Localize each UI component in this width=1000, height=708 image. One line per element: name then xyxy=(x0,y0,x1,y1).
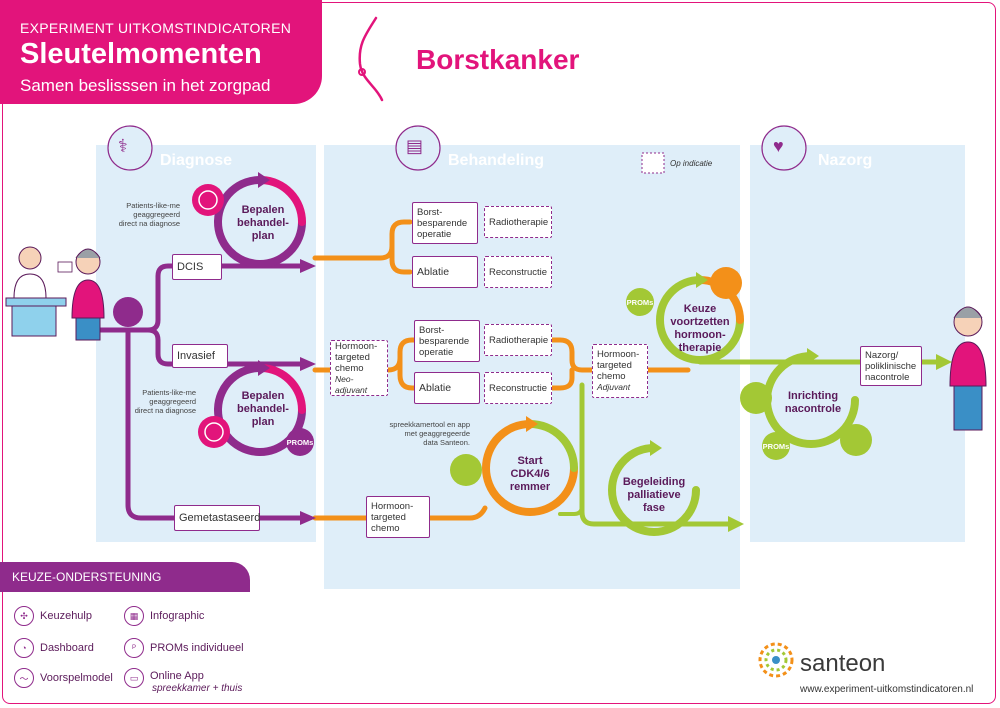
voorspelmodel-icon: 〜 xyxy=(14,668,34,688)
panel-nazorg xyxy=(750,145,965,542)
box-ablatie2: Ablatie xyxy=(414,372,480,404)
node-keuze-hormoon[interactable]: Keuze voortzetten hormoon- therapie xyxy=(670,303,730,354)
dashboard-gauge-icon: ◔ xyxy=(14,638,34,658)
legend-infographic: Infographic xyxy=(150,610,205,622)
phase-diagnose: Diagnose xyxy=(160,152,233,169)
heart-hands-icon: ♥ xyxy=(773,136,784,156)
node-start-cdk[interactable]: Start CDK4/6 remmer xyxy=(509,455,551,493)
phase-behandeling: Behandeling xyxy=(448,152,545,169)
box-dcis: DCIS xyxy=(172,254,222,280)
box-borst2: Borst- besparende operatie xyxy=(414,320,480,362)
header-subtitle: Samen beslisssen in het zorgpad xyxy=(20,76,271,95)
note-spreekkamer: spreekkamertool en app met geaggregeerde… xyxy=(389,420,470,447)
keuze-heading: KEUZE-ONDERSTEUNING xyxy=(0,562,250,592)
box-hormoon-neo: Hormoon- targeted chemo Neo-adjuvant xyxy=(330,340,388,396)
node-bepalen2[interactable]: Bepalen behandel- plan xyxy=(237,390,289,428)
hormoon-neo-label: Hormoon- targeted chemo xyxy=(335,340,378,374)
infographic-icon: ▦ xyxy=(124,606,144,626)
box-borst1: Borst- besparende operatie xyxy=(412,202,478,244)
legend-online-app-sub: spreekkamer + thuis xyxy=(152,683,243,694)
doctor-patient-illustration xyxy=(5,246,105,341)
node-bepalen1[interactable]: Bepalen behandel- plan xyxy=(237,204,289,242)
legend-dashboard: Dashboard xyxy=(40,642,94,654)
legend-online-app: Online App xyxy=(150,670,204,682)
hormoon-adj-label: Hormoon- targeted chemo xyxy=(597,349,640,382)
legend-proms-individueel: PROMs individueel xyxy=(150,642,244,654)
box-radio1: Radiotherapie xyxy=(484,206,552,238)
note-patients-like-me-1: Patients-like-me geaggregeerd direct na … xyxy=(118,201,180,228)
box-nazorg: Nazorg/ poliklinische nacontrole xyxy=(860,346,922,386)
box-hormoon-adj: Hormoon- targeted chemo Adjuvant xyxy=(592,344,648,398)
online-app-icon: ▭ xyxy=(124,668,144,688)
node-inrichting[interactable]: Inrichting nacontrole xyxy=(784,390,842,415)
box-radio2: Radiotherapie xyxy=(484,324,552,356)
proms-individueel-icon: P xyxy=(124,638,144,658)
brand-name: santeon xyxy=(800,650,886,677)
box-invasief: Invasief xyxy=(172,344,228,368)
header-kicker: EXPERIMENT UITKOMSTINDICATOREN xyxy=(20,20,292,36)
monitor-bed-icon: ▤ xyxy=(406,136,424,156)
stethoscope-icon: ⚕ xyxy=(118,136,128,156)
legend-voorspelmodel: Voorspelmodel xyxy=(40,672,113,684)
op-indicatie-label: Op indicatie xyxy=(670,159,713,168)
website-link[interactable]: www.experiment-uitkomstindicatoren.nl xyxy=(800,684,974,695)
box-hormoon-met: Hormoon- targeted chemo xyxy=(366,496,430,538)
phase-nazorg: Nazorg xyxy=(818,152,873,169)
proms-badge-diagnose: PROMs xyxy=(286,438,314,447)
box-recon2: Reconstructie xyxy=(484,372,552,404)
header-title: Sleutelmomenten xyxy=(20,38,262,70)
proms-badge-keuze: PROMs xyxy=(626,298,654,307)
hormoon-neo-sub: Neo-adjuvant xyxy=(335,373,368,395)
female-symbol-icon xyxy=(358,16,384,102)
node-begeleiding[interactable]: Begeleiding palliatieve fase xyxy=(622,476,686,514)
box-recon1: Reconstructie xyxy=(484,256,552,288)
keuzehulp-icon: ✣ xyxy=(14,606,34,626)
box-ablatie1: Ablatie xyxy=(412,256,478,288)
note-patients-like-me-2: Patients-like-me geaggregeerd direct na … xyxy=(134,388,196,415)
proms-badge-nazorg: PROMs xyxy=(762,442,790,451)
patient-illustration xyxy=(949,306,987,431)
header-banner: EXPERIMENT UITKOMSTINDICATOREN Sleutelmo… xyxy=(0,0,322,104)
box-gemetastaseerd: Gemetastaseerd xyxy=(174,505,260,531)
santeon-logo-icon xyxy=(758,642,794,678)
legend-keuzehulp: Keuzehulp xyxy=(40,610,92,622)
topic-title: Borstkanker xyxy=(416,44,580,75)
hormoon-adj-sub: Adjuvant xyxy=(597,382,631,392)
